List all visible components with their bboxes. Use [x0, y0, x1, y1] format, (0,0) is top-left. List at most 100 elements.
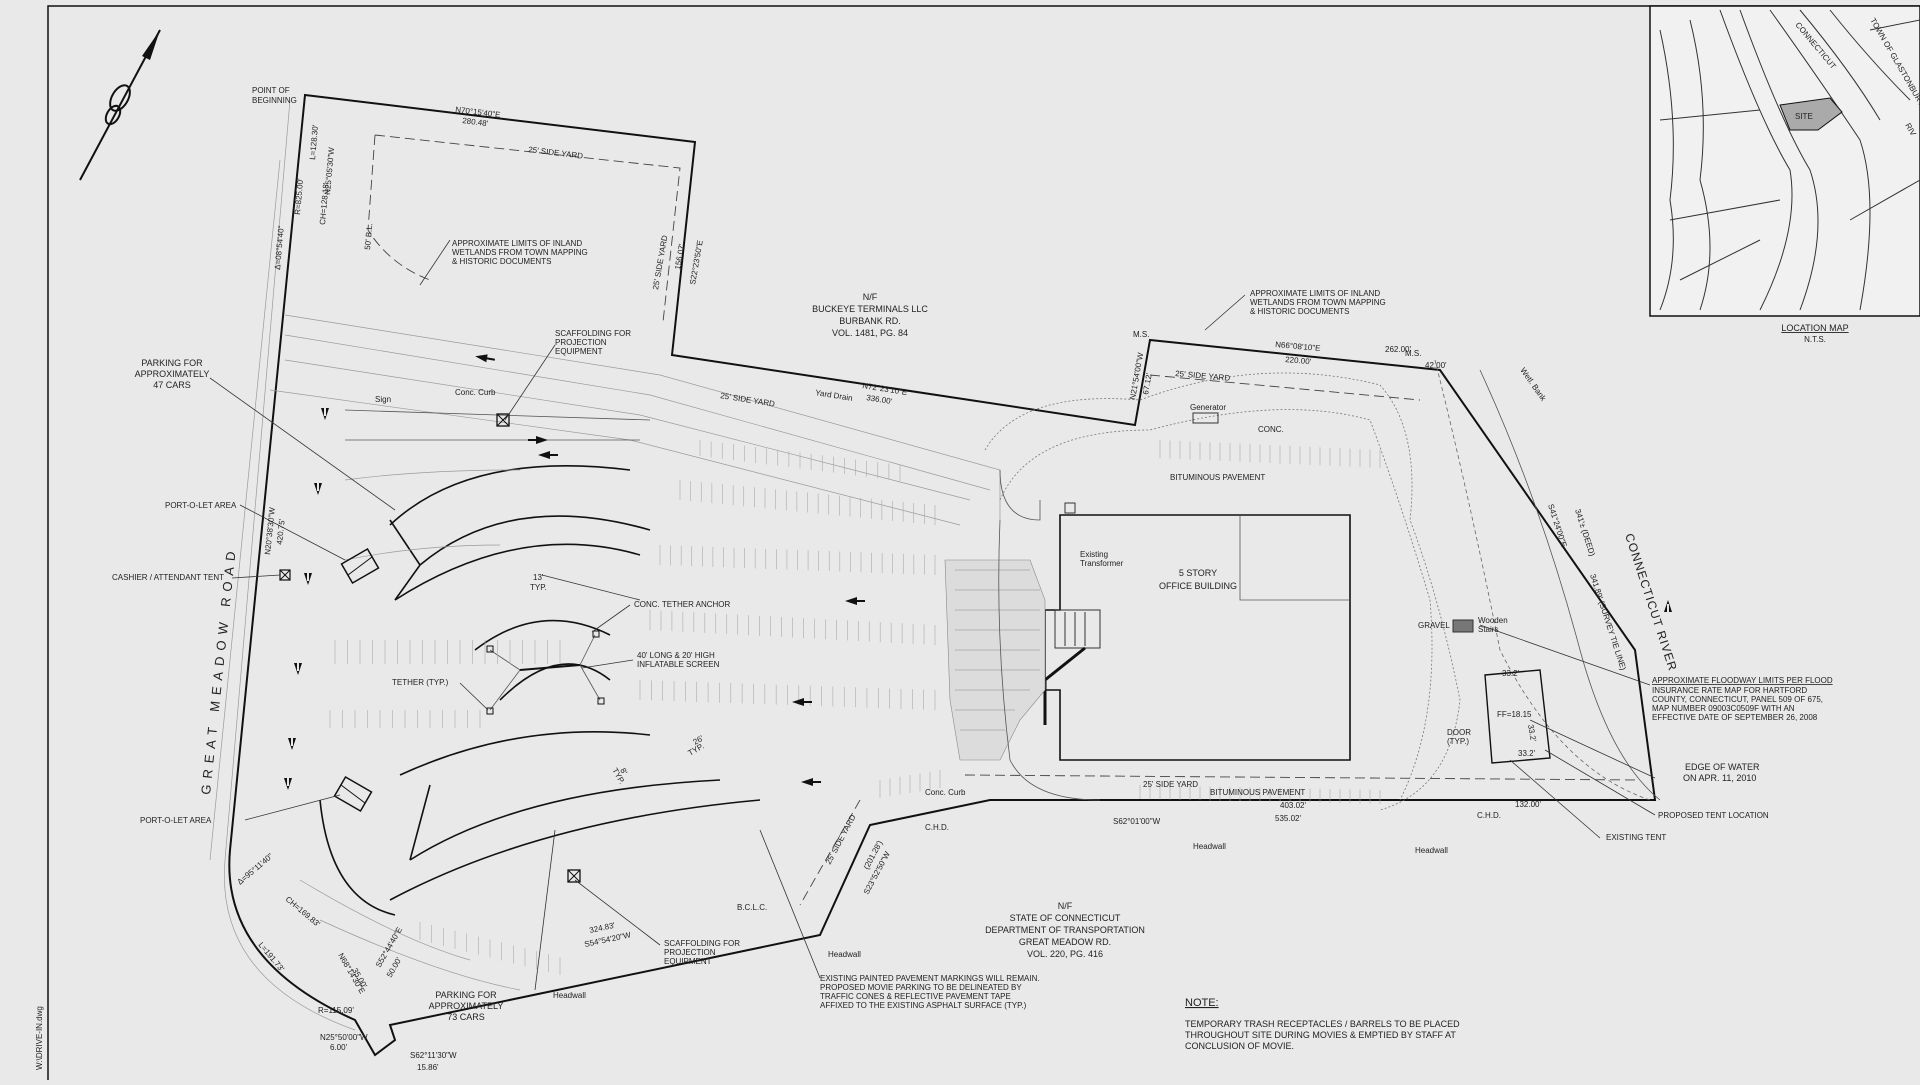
- side-yard-top: 25' SIDE YARD: [528, 145, 584, 161]
- side-yard-mid: 25' SIDE YARD: [720, 391, 776, 409]
- distance-50: 50.00': [385, 955, 404, 979]
- proposed-tent-label: PROPOSED TENT LOCATION: [1658, 811, 1769, 820]
- svg-text:EQUIPMENT: EQUIPMENT: [664, 957, 712, 966]
- distance-262: 262.00': [1385, 345, 1411, 354]
- wetland-limit-line: [984, 372, 1461, 811]
- side-yard-diagonal: 25' SIDE YARD: [824, 813, 858, 866]
- arc-bottom-length: L=191.73': [256, 941, 286, 974]
- svg-text:MAP NUMBER 09003C0509F WITH AN: MAP NUMBER 09003C0509F WITH AN: [1652, 704, 1795, 713]
- wetl-bank: Wetl. Bank: [1518, 366, 1548, 404]
- svg-text:APPROXIMATE LIMITS OF INLAND: APPROXIMATE LIMITS OF INLAND: [1250, 289, 1380, 298]
- bearing-s62: S62°01'00"W: [1113, 817, 1161, 826]
- svg-text:VOL. 1481, PG. 84: VOL. 1481, PG. 84: [832, 328, 908, 338]
- tent-dim-bottom: 33.2': [1518, 749, 1536, 758]
- distance-67: 67.12': [1141, 372, 1154, 395]
- north-arrow-icon: [79, 29, 161, 181]
- location-map-site-label: SITE: [1795, 112, 1813, 121]
- port-o-let-box-1: [340, 547, 380, 585]
- wooden-stairs-label: Wooden Stairs: [1478, 616, 1508, 634]
- painted-markings-note: EXISTING PAINTED PAVEMENT MARKINGS WILL …: [820, 974, 1040, 1010]
- location-map: SITE CONNECTICUT TOWN OF GLASTONBURY RIV…: [1649, 5, 1920, 344]
- curb-around-building: [998, 469, 1101, 801]
- side-yard-bottom: 25' SIDE YARD: [1143, 780, 1198, 789]
- setback-line-east: [1149, 374, 1421, 401]
- parking-arcs-south: [299, 731, 761, 991]
- svg-text:EFFECTIVE DATE OF SEPTEMBER 26: EFFECTIVE DATE OF SEPTEMBER 26, 2008: [1652, 713, 1818, 722]
- arc-top-radius: R=825.00': [293, 178, 305, 216]
- svg-text:PARKING FOR: PARKING FOR: [435, 990, 497, 1000]
- edge-of-water-label: EDGE OF WATER ON APR. 11, 2010: [1683, 762, 1760, 783]
- arc-bottom-radius: R=115.09': [318, 1006, 354, 1015]
- location-map-scale: N.T.S.: [1804, 335, 1826, 344]
- trash-note: NOTE: TEMPORARY TRASH RECEPTACLES / BARR…: [1185, 997, 1460, 1051]
- distance-220: 220.00': [1285, 355, 1312, 366]
- svg-text:WETLANDS FROM TOWN MAPPING: WETLANDS FROM TOWN MAPPING: [1250, 298, 1386, 307]
- svg-text:APPROXIMATE LIMITS OF INLAND: APPROXIMATE LIMITS OF INLAND: [452, 239, 582, 248]
- svg-text:NOTE:: NOTE:: [1185, 997, 1219, 1009]
- arc-top-bearing: N25°05'30"W: [323, 147, 336, 196]
- svg-text:BURBANK RD.: BURBANK RD.: [839, 316, 901, 326]
- scaffold-label-bottom: SCAFFOLDING FOR PROJECTION EQUIPMENT: [664, 939, 740, 966]
- great-meadow-road-label: GREAT MEADOW ROAD: [198, 545, 239, 796]
- yard-drain: Yard Drain: [815, 388, 854, 403]
- bearing-vertical: S22°23'50"E: [688, 240, 705, 286]
- svg-text:APPROXIMATELY: APPROXIMATELY: [429, 1001, 504, 1011]
- point-of-beginning-label: POINT OF BEGINNING: [252, 86, 297, 105]
- wetlands-note-left: APPROXIMATE LIMITS OF INLAND WETLANDS FR…: [452, 239, 588, 266]
- gravel-label: GRAVEL: [1418, 621, 1450, 630]
- svg-text:DOOR: DOOR: [1447, 728, 1471, 737]
- bearing-n66: N66°08'10"E: [1275, 340, 1321, 353]
- buckeye-terminals-label: N/F BUCKEYE TERMINALS LLC BURBANK RD. VO…: [812, 292, 928, 338]
- svg-text:N/F: N/F: [863, 292, 878, 302]
- svg-text:EXISTING PAINTED PAVEMENT MARK: EXISTING PAINTED PAVEMENT MARKINGS WILL …: [820, 974, 1040, 983]
- wetland-limit-line-2: [999, 409, 1433, 801]
- property-boundary: [228, 93, 1657, 1057]
- distance-341-deed: 341'± (DEED): [1573, 508, 1597, 558]
- svg-text:WETLANDS FROM TOWN MAPPING: WETLANDS FROM TOWN MAPPING: [452, 248, 588, 257]
- generator: [1192, 412, 1219, 424]
- svg-text:CONCLUSION OF MOVIE.: CONCLUSION OF MOVIE.: [1185, 1041, 1294, 1051]
- distance-336: 336.00': [866, 393, 894, 406]
- svg-text:APPROXIMATE FLOODWAY LIMITS PE: APPROXIMATE FLOODWAY LIMITS PER FLOOD: [1652, 676, 1833, 685]
- tent-dim-side: 33.2': [1526, 724, 1538, 743]
- arc-top-delta: Δ=08°54'40": [273, 225, 286, 270]
- location-map-site: [1779, 97, 1843, 131]
- distance-324: 324.83': [589, 921, 617, 935]
- arc-top-chord: CH=128.18': [318, 182, 331, 225]
- svg-text:TYP.: TYP.: [530, 583, 547, 592]
- svg-text:Wooden: Wooden: [1478, 616, 1508, 625]
- leader-lines: [209, 239, 1656, 991]
- traffic-arrows: [284, 354, 1672, 790]
- svg-text:EDGE OF WATER: EDGE OF WATER: [1685, 762, 1760, 772]
- typical-26: 26' TYP.: [687, 733, 706, 757]
- parking-47-label: PARKING FOR APPROXIMATELY 47 CARS: [135, 358, 210, 390]
- svg-text:VOL. 220, PG. 416: VOL. 220, PG. 416: [1027, 949, 1103, 959]
- arc-top-length: L=128.30': [308, 124, 320, 160]
- conc-label: CONC.: [1258, 425, 1284, 434]
- location-map-title: LOCATION MAP: [1781, 323, 1848, 333]
- svg-text:POINT OF: POINT OF: [252, 86, 290, 95]
- side-yard-right-top: 25' SIDE YARD: [1175, 369, 1231, 383]
- side-yard-vertical: 25' SIDE YARD: [651, 234, 669, 290]
- cashier-tent-symbol: [279, 569, 291, 581]
- svg-text:13': 13': [533, 573, 544, 582]
- road-edge-line: [223, 99, 356, 1031]
- headwall-2: Headwall: [1415, 846, 1448, 855]
- river-edge-line: [1479, 369, 1661, 801]
- svg-text:INFLATABLE SCREEN: INFLATABLE SCREEN: [637, 660, 720, 669]
- svg-text:TRAFFIC CONES & REFLECTIVE PAV: TRAFFIC CONES & REFLECTIVE PAVEMENT TAPE: [820, 992, 1011, 1001]
- svg-text:Stairs: Stairs: [1478, 625, 1498, 634]
- distance-341-survey: 341.89' (SURVEY TIE LINE): [1588, 573, 1628, 672]
- svg-text:SCAFFOLDING FOR: SCAFFOLDING FOR: [664, 939, 740, 948]
- typical-8: 8' TYP.: [610, 767, 629, 786]
- svg-text:& HISTORIC DOCUMENTS: & HISTORIC DOCUMENTS: [1250, 307, 1349, 316]
- distance-15: 15.86': [417, 1063, 439, 1072]
- svg-text:PROJECTION: PROJECTION: [664, 948, 716, 957]
- svg-text:TYP.: TYP.: [687, 742, 706, 758]
- svg-text:TEMPORARY TRASH RECEPTACLES /: TEMPORARY TRASH RECEPTACLES / BARRELS TO…: [1185, 1019, 1460, 1029]
- svg-text:BUCKEYE TERMINALS LLC: BUCKEYE TERMINALS LLC: [812, 304, 928, 314]
- sheet-border: [47, 5, 1920, 1080]
- connecticut-river-label: CONNECTICUT RIVER: [1622, 532, 1680, 673]
- typical-13: 13' TYP.: [530, 573, 547, 592]
